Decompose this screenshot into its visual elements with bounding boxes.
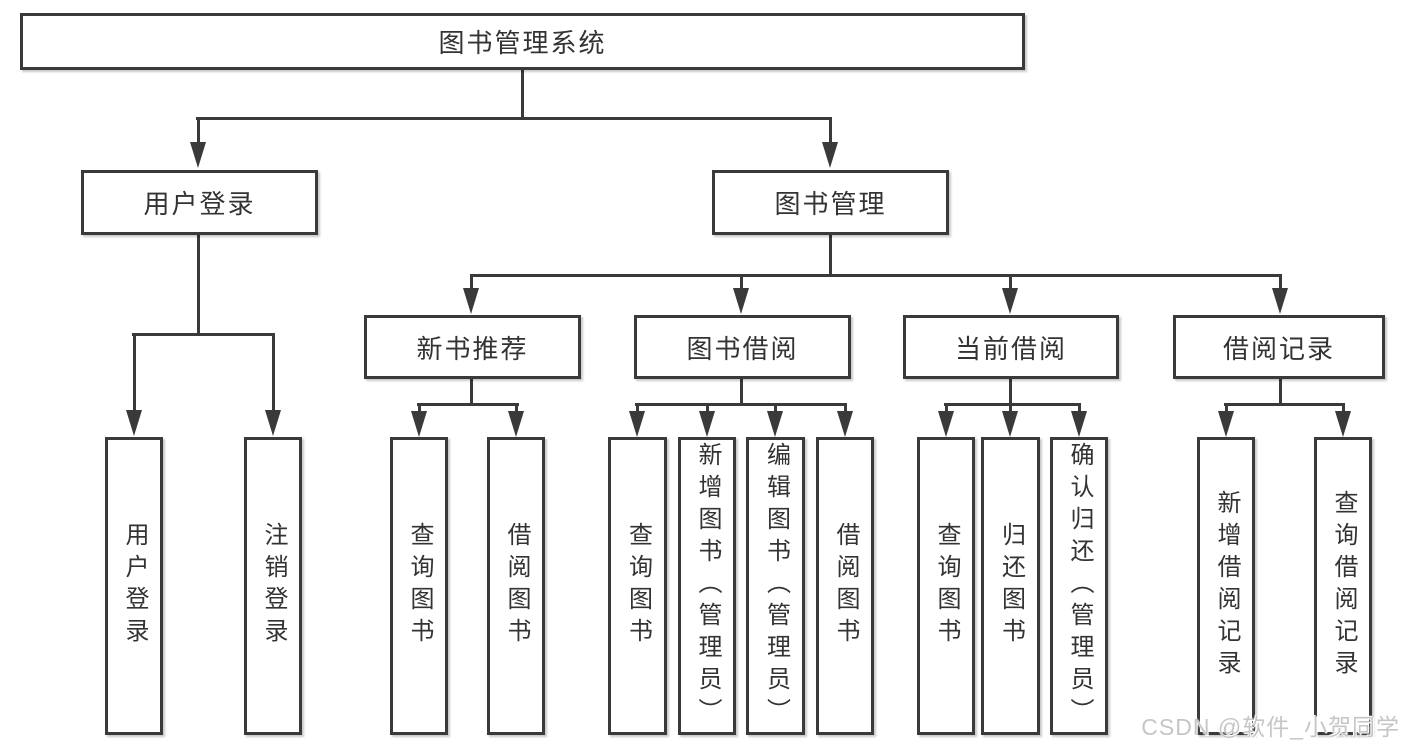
connector-group-hline (417, 403, 519, 406)
leaf-label: 查询图书 (624, 522, 652, 650)
leaf-query-borrow-record: 查询借阅记录 (1314, 437, 1372, 735)
node-current-borrowing: 当前借阅 (903, 315, 1119, 379)
arrowhead-down-icon (411, 411, 427, 437)
leaf-label: 查询图书 (933, 522, 960, 650)
arrowhead-down-icon (699, 411, 715, 437)
connector-arrow-stem (844, 403, 847, 416)
arrowhead-down-icon (508, 411, 524, 437)
leaf-label: 归还图书 (997, 522, 1025, 650)
node-new-book-recommend: 新书推荐 (364, 315, 581, 379)
arrowhead-down-icon (822, 142, 838, 168)
node-book-borrowing: 图书借阅 (634, 315, 851, 379)
leaf-add-books-admin: 新增图书（管理员） (678, 437, 736, 735)
connector-level1-hline (196, 117, 832, 120)
leaf-label: 借阅图书 (503, 522, 530, 650)
arrowhead-down-icon (190, 142, 206, 168)
arrowhead-down-icon (1335, 411, 1351, 437)
connector-arrow-stem (1342, 403, 1345, 416)
connector-group-hline (944, 403, 1081, 406)
arrowhead-down-icon (463, 288, 479, 314)
connector-userlogin-hline (132, 333, 275, 336)
leaf-add-borrow-record: 新增借阅记录 (1197, 437, 1255, 735)
connector-arrow-stem (829, 117, 832, 145)
leaf-label: 新增图书（管理员） (694, 442, 721, 730)
connector-arrow-stem (706, 403, 709, 416)
connector-group-stem (1009, 379, 1012, 406)
node-label: 借阅记录 (1222, 333, 1335, 364)
leaf-label: 新增借阅记录 (1213, 490, 1240, 682)
arrowhead-down-icon (1071, 411, 1087, 437)
connector-arrow-stem (1009, 274, 1012, 291)
connector-arrow-stem (1225, 403, 1228, 416)
node-label: 图书管理 (774, 189, 887, 219)
connector-arrow-stem (636, 403, 639, 416)
node-label: 当前借阅 (954, 333, 1067, 364)
leaf-label: 用户登录 (121, 522, 148, 650)
leaf-label: 编辑图书（管理员） (762, 442, 790, 730)
leaf-edit-books-admin: 编辑图书（管理员） (746, 437, 805, 735)
leaf-query-books-current: 查询图书 (917, 437, 975, 735)
node-library-system: 图书管理系统 (20, 13, 1025, 70)
connector-arrow-stem (945, 403, 948, 416)
connector-arrow-stem (272, 333, 275, 413)
connector-group-stem (1279, 379, 1282, 406)
arrowhead-down-icon (1272, 288, 1288, 314)
connector-arrow-stem (1279, 274, 1282, 291)
connector-arrow-stem (133, 333, 136, 413)
connector-arrow-stem (197, 117, 200, 145)
connector-level3-hline (470, 274, 1281, 277)
leaf-label: 借阅图书 (832, 522, 859, 650)
leaf-label: 注销登录 (260, 522, 287, 650)
connector-arrow-stem (515, 403, 518, 416)
csdn-watermark: CSDN @软件_小贺同学 (1141, 714, 1400, 740)
node-label: 新书推荐 (416, 333, 529, 364)
leaf-label: 查询图书 (406, 522, 433, 650)
leaf-label: 确认归还（管理员） (1066, 442, 1093, 730)
arrowhead-down-icon (767, 411, 783, 437)
connector-arrow-stem (470, 274, 473, 291)
arrowhead-down-icon (733, 288, 749, 314)
connector-arrow-stem (774, 403, 777, 416)
leaf-logout: 注销登录 (244, 437, 302, 735)
arrowhead-down-icon (265, 410, 281, 436)
node-label: 图书借阅 (686, 333, 799, 364)
leaf-query-books-recommend: 查询图书 (390, 437, 448, 735)
connector-group-stem (740, 379, 743, 406)
arrowhead-down-icon (1002, 288, 1018, 314)
arrowhead-down-icon (629, 411, 645, 437)
arrowhead-down-icon (938, 411, 954, 437)
node-label: 用户登录 (143, 189, 256, 219)
leaf-borrow-books-borrowing: 借阅图书 (816, 437, 874, 735)
node-book-management: 图书管理 (712, 170, 949, 235)
leaf-confirm-return-admin: 确认归还（管理员） (1050, 437, 1108, 735)
leaf-return-books: 归还图书 (981, 437, 1040, 735)
connector-bookmgmt-stem (829, 235, 832, 275)
connector-userlogin-stem (197, 235, 200, 334)
arrowhead-down-icon (837, 411, 853, 437)
connector-arrow-stem (1009, 403, 1012, 416)
connector-root-stem (521, 70, 524, 118)
connector-arrow-stem (1078, 403, 1081, 416)
connector-group-hline (635, 403, 847, 406)
leaf-label: 查询借阅记录 (1330, 490, 1357, 682)
connector-arrow-stem (740, 274, 743, 291)
node-label: 图书管理系统 (438, 28, 607, 58)
arrowhead-down-icon (1218, 411, 1234, 437)
node-user-login-branch: 用户登录 (81, 170, 318, 235)
leaf-user-login: 用户登录 (105, 437, 163, 735)
arrowhead-down-icon (126, 410, 142, 436)
connector-group-stem (470, 379, 473, 406)
connector-group-hline (1224, 403, 1345, 406)
connector-arrow-stem (418, 403, 421, 416)
leaf-borrow-books-recommend: 借阅图书 (487, 437, 545, 735)
arrowhead-down-icon (1002, 411, 1018, 437)
node-borrow-records: 借阅记录 (1173, 315, 1385, 379)
leaf-query-books-borrowing: 查询图书 (608, 437, 667, 735)
